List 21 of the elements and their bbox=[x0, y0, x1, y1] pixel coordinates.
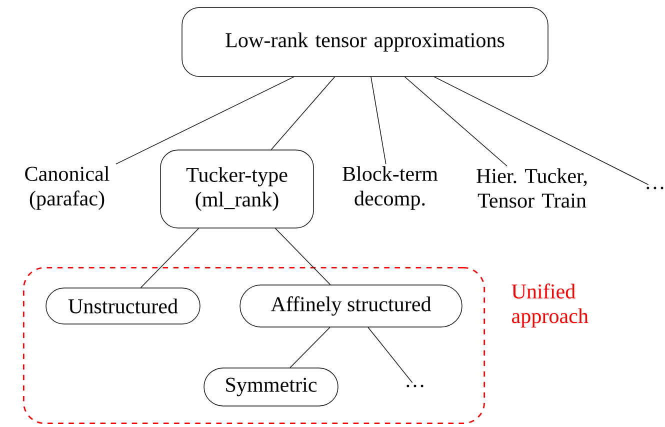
pill-box: Affinely structured bbox=[240, 284, 462, 328]
rounded-box: Tucker-type (ml_rank) bbox=[160, 150, 314, 228]
connector-line bbox=[368, 327, 413, 383]
pill-box: Unstructured bbox=[46, 288, 200, 324]
dashed-region bbox=[22, 266, 588, 424]
connector-line bbox=[290, 327, 330, 368]
connector-line bbox=[404, 76, 508, 167]
connector-line bbox=[270, 76, 336, 150]
rounded-box: Low-rank tensor approximations bbox=[182, 7, 548, 77]
region-label: Unified approach bbox=[512, 284, 588, 328]
connector-line bbox=[275, 228, 331, 285]
category-label: … bbox=[646, 186, 664, 190]
connector-line bbox=[140, 228, 200, 288]
category-label: Hier. Tucker, Tensor Train bbox=[476, 168, 587, 208]
category-label: Block-term decomp. bbox=[342, 166, 438, 210]
category-label: Canonical (parafac) bbox=[25, 166, 110, 210]
connector-line bbox=[370, 76, 386, 164]
connector-line bbox=[434, 76, 649, 185]
category-label: … bbox=[406, 384, 424, 388]
pill-box: Symmetric bbox=[204, 368, 338, 406]
connector-line bbox=[116, 76, 294, 164]
